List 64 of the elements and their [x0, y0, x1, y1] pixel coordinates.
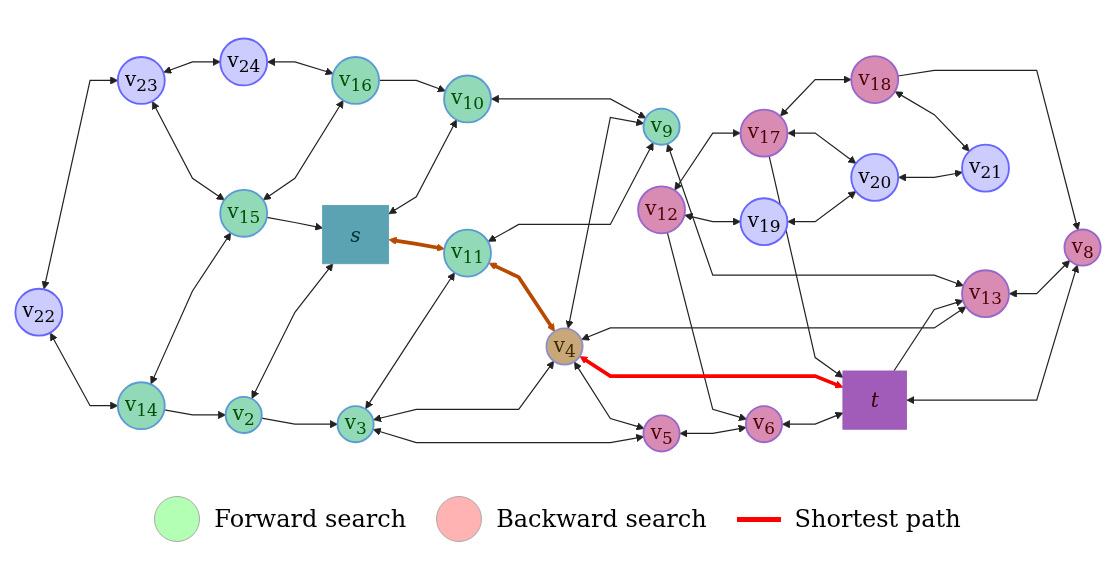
arrow [372, 427, 644, 444]
arrow [781, 411, 843, 429]
legend-label: Backward search [496, 505, 707, 533]
node-circle: v$_{2}$ [224, 395, 263, 434]
arrow [786, 191, 856, 226]
node-circle: v$_{4}$ [545, 327, 584, 366]
node-circle: v$_{6}$ [744, 405, 783, 444]
node-circle: v$_{10}$ [442, 74, 492, 124]
arrow [151, 101, 225, 201]
node-circle: v$_{3}$ [336, 405, 375, 444]
arrow [266, 57, 333, 76]
arrow [388, 119, 457, 215]
arrow [897, 169, 963, 182]
arrow [579, 356, 843, 389]
node-circle: v$_{12}$ [636, 185, 686, 235]
arrow [388, 236, 445, 252]
node-circle: v$_{21}$ [960, 143, 1010, 193]
node-circle: v$_{23}$ [116, 56, 166, 105]
arrow [896, 69, 1080, 231]
arrow [665, 143, 964, 288]
node-circle: v$_{9}$ [642, 107, 681, 146]
arrow [364, 272, 455, 410]
arrow [786, 129, 856, 164]
arrow [372, 360, 554, 422]
arrow [490, 94, 646, 119]
node-circle: v$_{16}$ [330, 56, 380, 105]
legend-label: Shortest path [794, 505, 961, 533]
arrow [251, 263, 333, 399]
arrow [49, 332, 118, 410]
arrow [262, 100, 344, 201]
node-circle: v$_{19}$ [739, 197, 788, 247]
arrow [1008, 260, 1070, 298]
arrow [683, 212, 741, 226]
arrow [163, 409, 226, 419]
arrow [487, 142, 654, 242]
node-circle: v$_{11}$ [442, 228, 492, 278]
arrow [149, 232, 231, 385]
node-circle: v$_{5}$ [642, 414, 681, 453]
node-circle: v$_{14}$ [116, 381, 166, 431]
arrow [906, 264, 1079, 405]
node-circle: v$_{15}$ [218, 188, 268, 238]
arrow [488, 262, 555, 332]
legend-label: Forward search [214, 505, 407, 533]
arrow [573, 361, 645, 431]
node-box: s [321, 205, 389, 265]
node-circle: v$_{13}$ [960, 269, 1010, 319]
arrow [679, 424, 747, 438]
arrow [673, 129, 741, 191]
arrow [768, 155, 843, 378]
arrow [580, 306, 966, 341]
node-circle: v$_{18}$ [849, 55, 899, 104]
arrow [892, 298, 963, 372]
node-circle: v$_{20}$ [849, 153, 899, 202]
node-circle: v$_{17}$ [739, 108, 788, 158]
arrow [894, 91, 970, 152]
arrow [41, 76, 118, 290]
arrow [666, 231, 747, 421]
node-circle: v$_{8}$ [1063, 228, 1102, 267]
arrow [265, 216, 323, 231]
arrow [260, 417, 338, 429]
node-circle: v$_{24}$ [218, 37, 268, 87]
arrow [565, 116, 644, 329]
node-box: t [841, 370, 907, 430]
node-circle: v$_{22}$ [13, 287, 63, 337]
